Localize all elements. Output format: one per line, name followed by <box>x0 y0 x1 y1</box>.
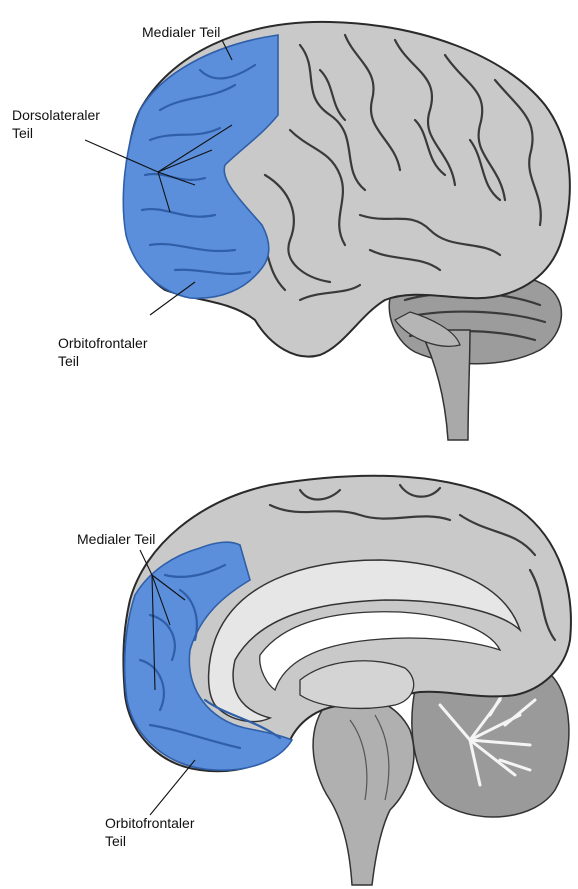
medial-label-orbitofrontal-line1: Orbitofrontaler <box>105 815 195 831</box>
lateral-label-dorsolateral-line1: Dorsolateraler <box>12 107 100 123</box>
medial-label-medial: Medialer Teil <box>77 531 155 547</box>
lateral-brain-view <box>123 22 570 440</box>
lateral-label-dorsolateral-line2: Teil <box>12 125 33 141</box>
lateral-label-orbitofrontal-line1: Orbitofrontaler <box>58 335 148 351</box>
lateral-label-medial: Medialer Teil <box>142 24 220 40</box>
lateral-label-orbitofrontal-line2: Teil <box>58 353 79 369</box>
medial-brainstem <box>313 696 414 885</box>
medial-label-orbitofrontal-line2: Teil <box>105 833 126 849</box>
